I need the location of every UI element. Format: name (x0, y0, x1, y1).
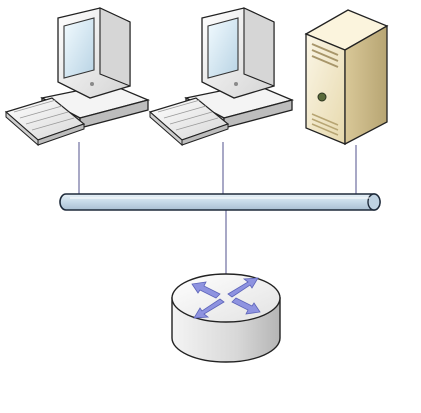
router-1 (171, 273, 281, 363)
tower-server-icon (304, 9, 389, 146)
router-arrows (191, 277, 261, 319)
workstation-2 (148, 7, 295, 147)
network-bus-cable (59, 193, 381, 211)
router-icon (171, 273, 281, 363)
power-button-icon (317, 92, 327, 102)
network-links (78, 142, 357, 282)
desktop-computer-icon (148, 7, 295, 147)
server-1 (304, 9, 389, 146)
workstation-1 (4, 7, 151, 147)
desktop-computer-icon (4, 7, 151, 147)
